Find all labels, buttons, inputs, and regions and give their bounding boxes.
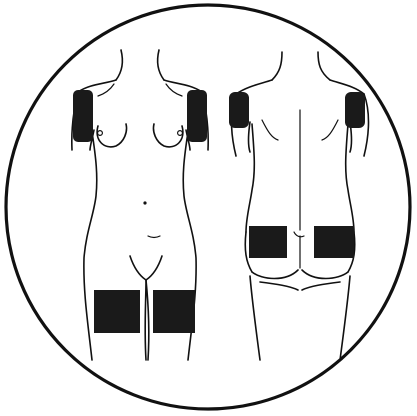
back-right-buttock-site bbox=[314, 226, 354, 258]
front-right-thigh-site bbox=[153, 290, 195, 333]
back-right-arm-site bbox=[345, 92, 365, 128]
frame-circle bbox=[6, 5, 410, 409]
front-right-arm-site bbox=[187, 90, 207, 142]
back-left-buttock-site bbox=[249, 226, 287, 258]
front-left-arm-site bbox=[73, 90, 93, 142]
front-left-thigh-site bbox=[94, 290, 140, 333]
back-left-arm-site bbox=[229, 92, 249, 128]
